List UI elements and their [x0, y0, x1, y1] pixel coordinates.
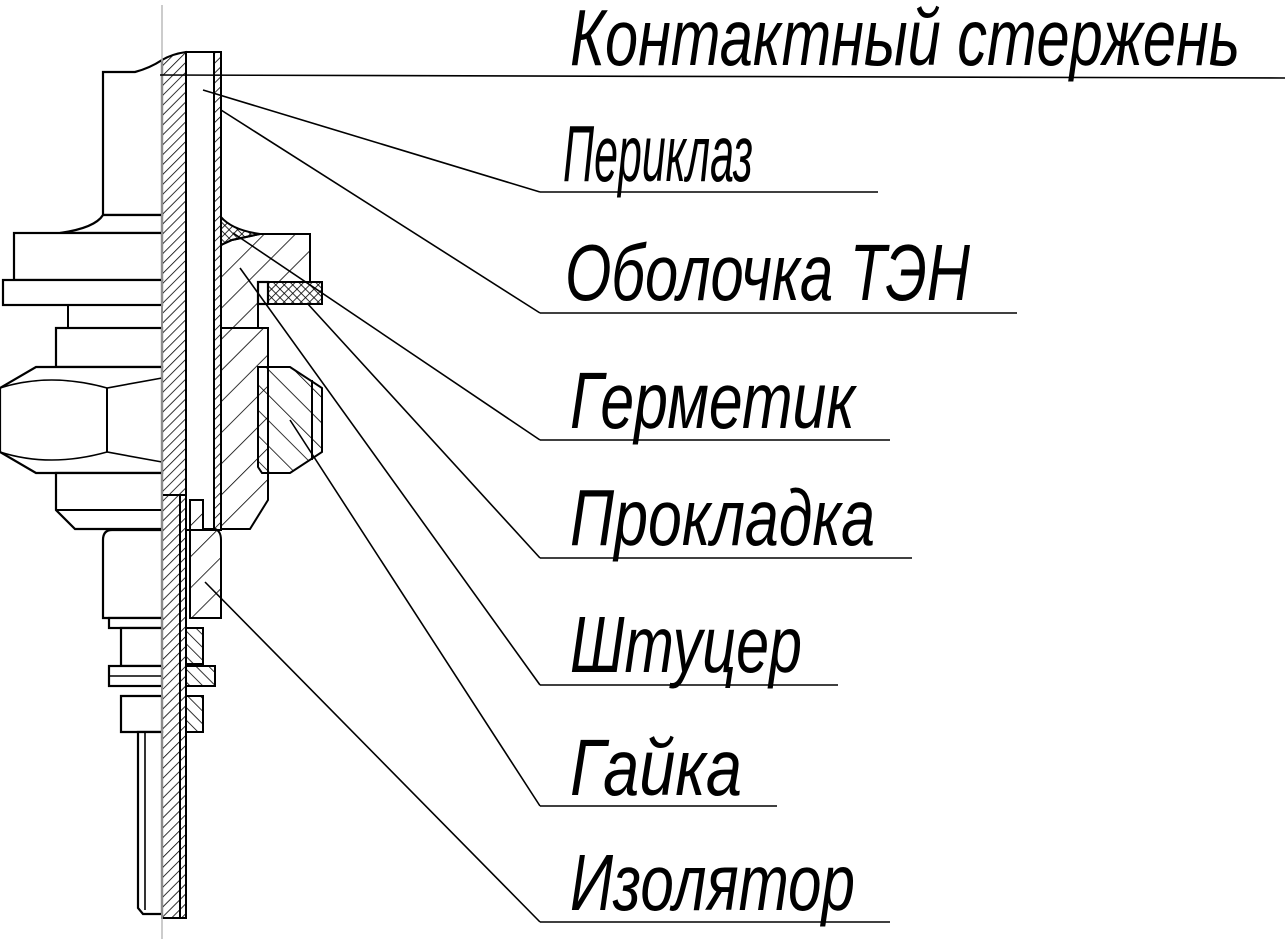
label-heater-sheath: Оболочка ТЭН [565, 228, 970, 317]
contact-rod-section [185, 51, 215, 531]
label-contact-rod: Контактный стержень [570, 0, 1240, 82]
exterior-view [0, 57, 164, 916]
label-fitting: Штуцер [570, 600, 802, 689]
label-sealant: Герметик [570, 356, 857, 445]
sheath-section [213, 51, 222, 531]
leader-lines [159, 74, 1285, 923]
label-periclase: Периклаз [563, 109, 753, 198]
section-parts [161, 5, 323, 939]
insulator-section [161, 494, 181, 919]
label-gasket: Прокладка [570, 473, 875, 562]
gasket-section [267, 281, 323, 305]
label-insulator: Изолятор [570, 838, 855, 927]
label-nut: Гайка [570, 723, 742, 812]
